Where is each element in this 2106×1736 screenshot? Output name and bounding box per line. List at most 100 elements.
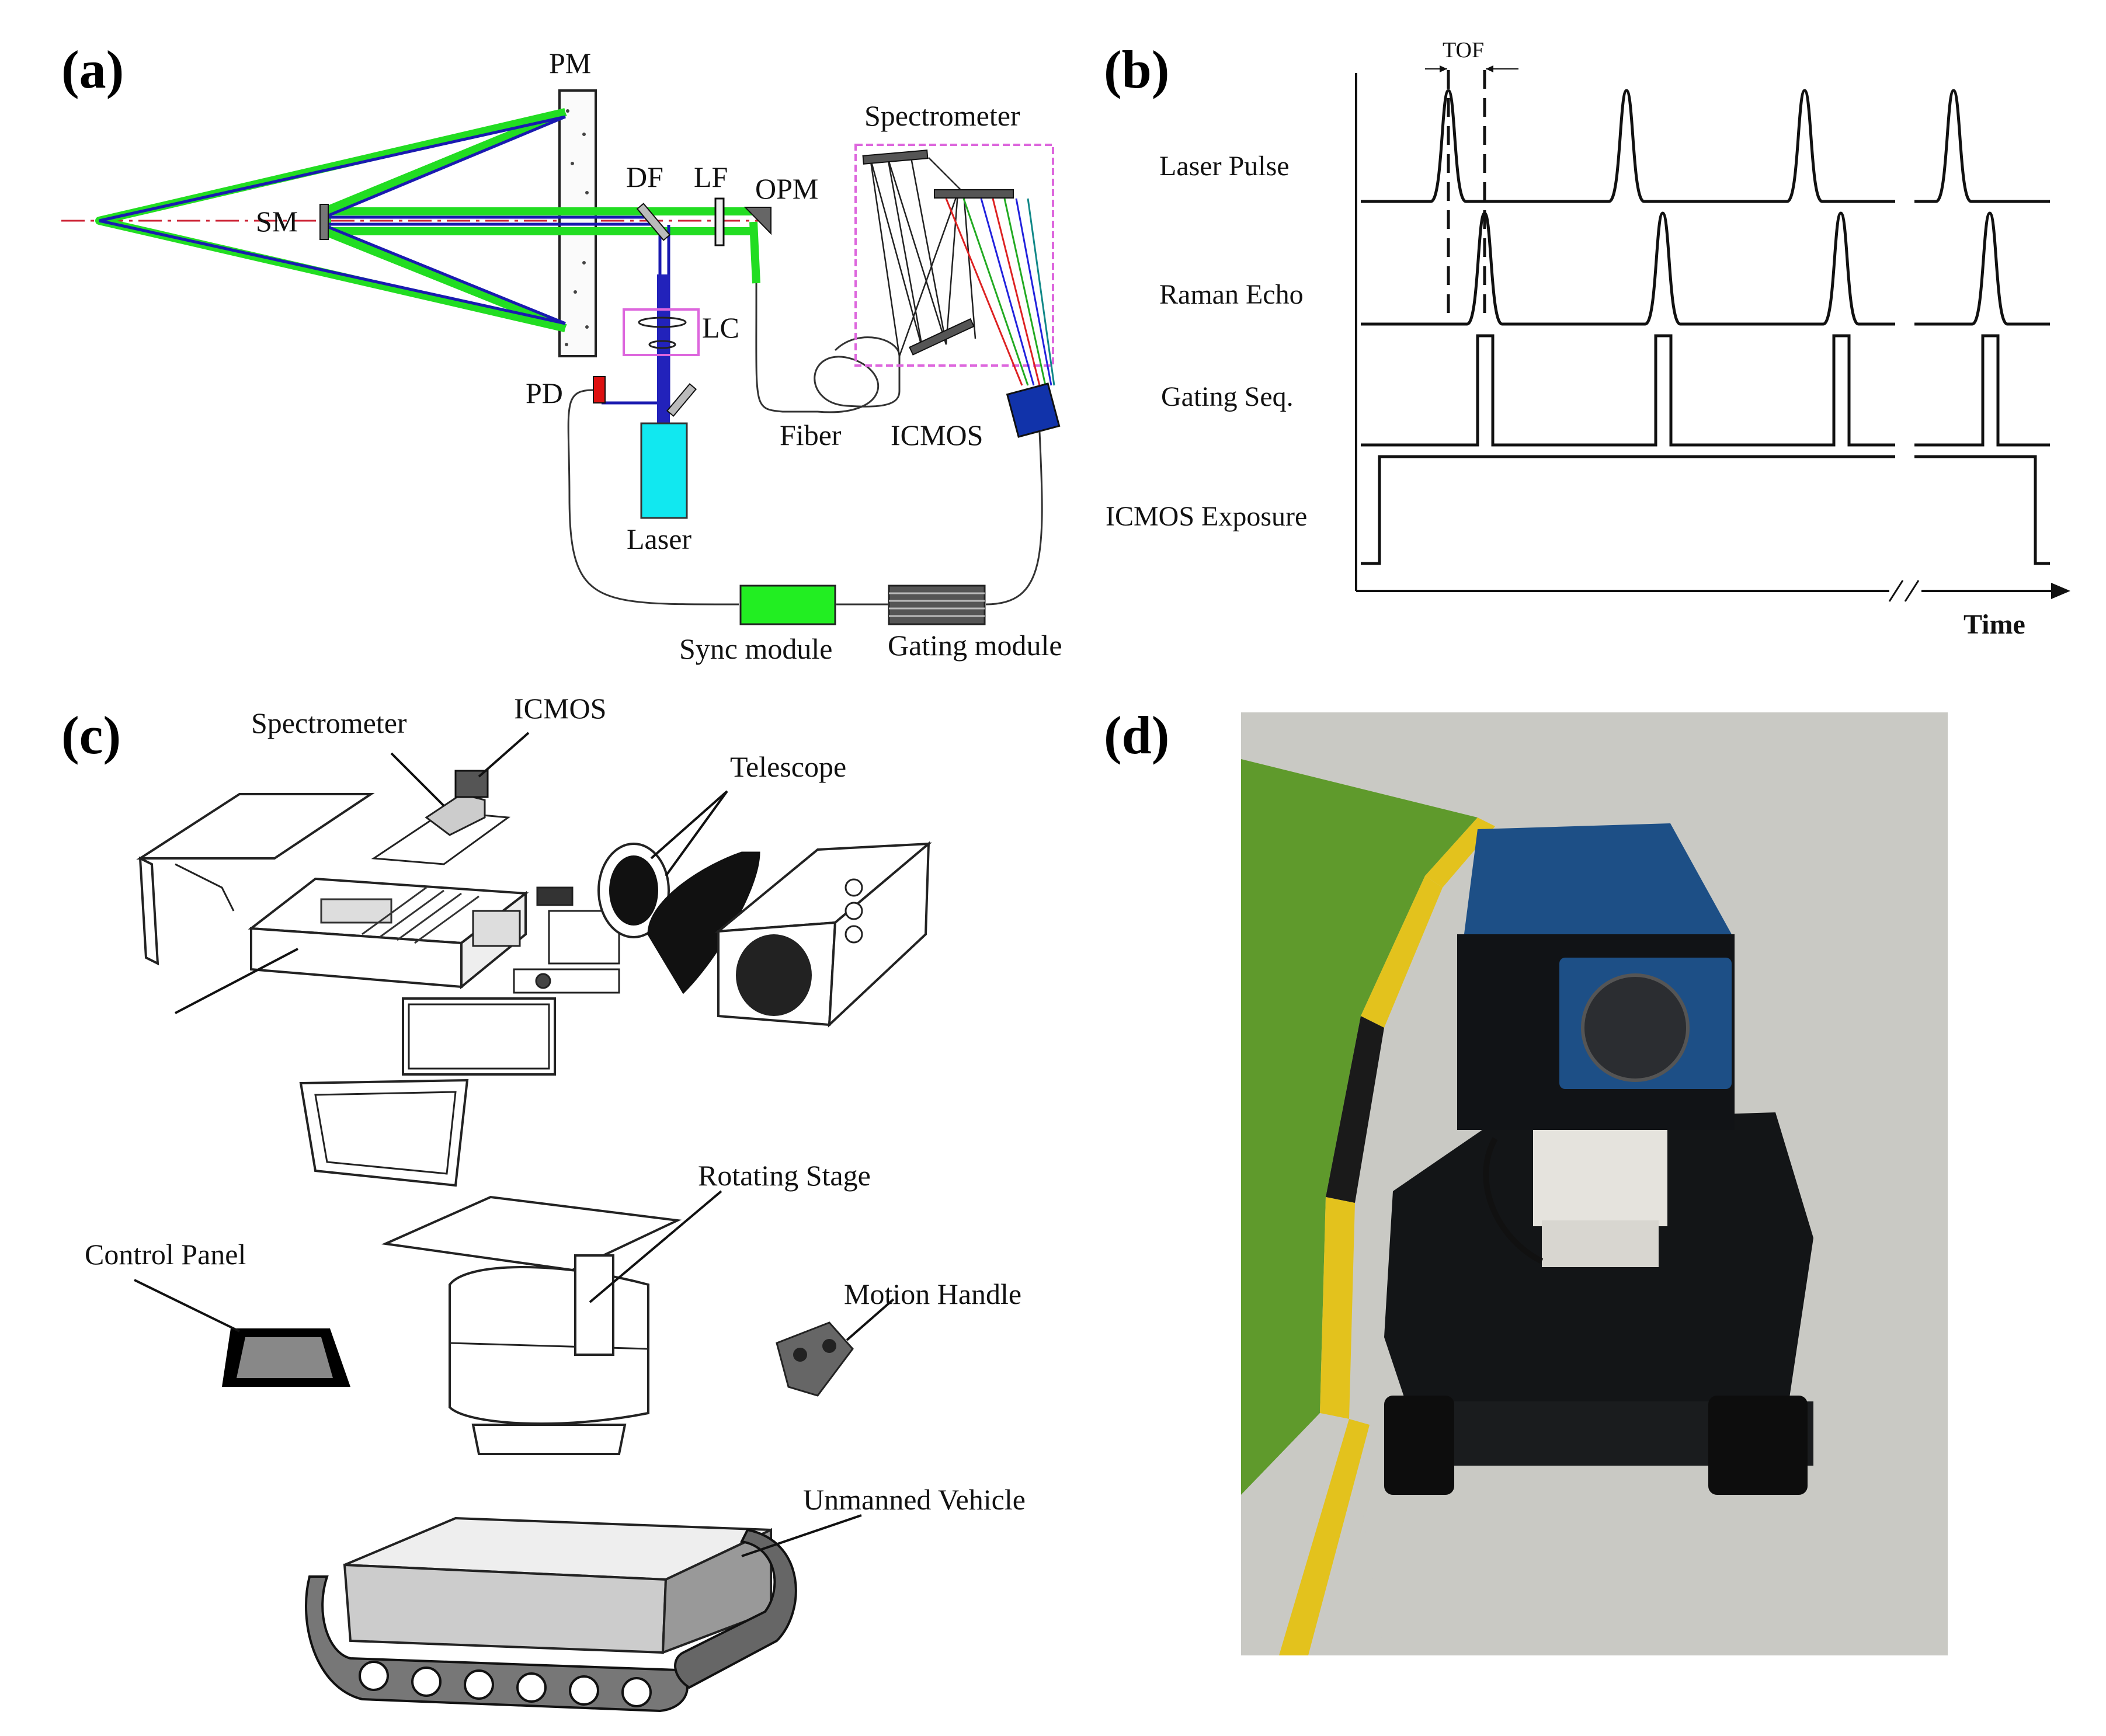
photo-curb-dark bbox=[1326, 1016, 1384, 1203]
label-sync-module: Sync module bbox=[679, 632, 832, 665]
spectrometer-module bbox=[425, 793, 486, 836]
telescope-tube bbox=[647, 851, 760, 994]
stage-seam bbox=[449, 1342, 649, 1350]
panel-d-tag: (d) bbox=[1104, 705, 1169, 765]
gating-module-stripes bbox=[889, 592, 985, 617]
motion-handle bbox=[776, 1321, 854, 1397]
fiber-cable bbox=[755, 283, 901, 413]
x-axis-arrow bbox=[2051, 583, 2070, 599]
label-time: Time bbox=[1963, 609, 2025, 640]
housing-window bbox=[736, 934, 812, 1016]
secondary-mirror bbox=[319, 204, 329, 240]
pointer-spectrometer bbox=[390, 752, 445, 807]
panel-a: (a) bbox=[61, 40, 1062, 665]
label-raman-echo: Raman Echo bbox=[1159, 279, 1304, 310]
label-gating-seq: Gating Seq. bbox=[1161, 381, 1294, 412]
photo-grass bbox=[1241, 759, 1478, 1495]
label-gating-module: Gating module bbox=[888, 629, 1062, 662]
trace-laser-pulse bbox=[1361, 89, 1895, 203]
label-pd: PD bbox=[526, 377, 563, 409]
label-sm: SM bbox=[256, 205, 298, 238]
photo-vehicle-plate bbox=[1384, 1112, 1813, 1425]
vehicle-body bbox=[343, 1563, 668, 1654]
label-opm: OPM bbox=[755, 172, 818, 205]
vehicle-wheels bbox=[359, 1661, 652, 1707]
pd-sync-cable bbox=[567, 389, 739, 606]
label-spectrometer-c: Spectrometer bbox=[251, 707, 407, 739]
panel-b: (b) TOF Laser Pulse Raman Echo Gating Se… bbox=[1104, 38, 2070, 640]
pointer-unmanned-vehicle bbox=[741, 1514, 862, 1557]
gating-module bbox=[888, 585, 986, 625]
label-unmanned-vehicle: Unmanned Vehicle bbox=[803, 1483, 1026, 1516]
joystick-right-icon bbox=[822, 1339, 836, 1353]
label-lc: LC bbox=[702, 311, 739, 344]
icmos-module bbox=[454, 770, 489, 798]
spectrometer-board bbox=[371, 810, 511, 865]
vehicle-track-side bbox=[674, 1528, 797, 1689]
laser-fold-mirror bbox=[666, 383, 697, 417]
spectrometer-box bbox=[854, 144, 1054, 367]
tray-components bbox=[320, 886, 479, 944]
trace-raman-echo bbox=[1361, 211, 1895, 326]
off-axis-parabolic-mirror bbox=[743, 207, 771, 235]
spectrometer-mirror-1 bbox=[862, 149, 929, 165]
line-filter bbox=[714, 197, 725, 246]
top-cover bbox=[136, 793, 375, 860]
vehicle-track-front bbox=[305, 1575, 689, 1713]
gating-icmos-cable bbox=[985, 432, 1043, 606]
top-cover-edge bbox=[175, 863, 235, 912]
joystick-left-icon bbox=[793, 1348, 807, 1362]
photo-curb-bottom bbox=[1279, 1419, 1370, 1655]
axis-break-1 bbox=[1888, 580, 1904, 602]
label-control-panel: Control Panel bbox=[85, 1238, 246, 1271]
pointer-icmos bbox=[478, 732, 530, 778]
label-laser: Laser bbox=[627, 523, 691, 555]
photo-lidar-top bbox=[1463, 823, 1732, 943]
pointer-tray bbox=[175, 948, 298, 1014]
panel-a-tag: (a) bbox=[61, 40, 124, 99]
pointer-telescope-1 bbox=[650, 790, 728, 860]
trace-gating-seq bbox=[1361, 334, 1895, 447]
label-fiber: Fiber bbox=[780, 419, 842, 451]
photo-cable bbox=[1483, 1137, 1544, 1264]
stage-base bbox=[471, 1424, 627, 1455]
laser-beam bbox=[657, 274, 670, 423]
frame-lower bbox=[299, 1079, 469, 1187]
pointer-rotating-stage bbox=[589, 1190, 722, 1303]
photo-curb-low bbox=[1320, 1197, 1355, 1419]
label-rotating-stage: Rotating Stage bbox=[698, 1159, 871, 1192]
frame-upper bbox=[402, 997, 556, 1076]
lens-collimator-box bbox=[623, 308, 700, 356]
pointer-control-panel bbox=[134, 1279, 240, 1333]
panel-b-tag: (b) bbox=[1104, 40, 1169, 99]
photo-stage-base bbox=[1542, 1220, 1659, 1267]
housing-connectors bbox=[845, 878, 863, 944]
laser-body bbox=[640, 422, 688, 519]
control-panel-screen bbox=[237, 1337, 333, 1378]
photo-track-left bbox=[1384, 1396, 1454, 1495]
telescope-lens bbox=[609, 855, 658, 926]
lc-lens-1 bbox=[638, 316, 687, 328]
label-icmos-exposure: ICMOS Exposure bbox=[1106, 501, 1307, 532]
lc-lens-2 bbox=[648, 340, 676, 349]
frame-lower-inner bbox=[314, 1091, 457, 1175]
pointer-telescope-2 bbox=[665, 790, 728, 877]
top-cover-side bbox=[138, 856, 159, 966]
spectrometer-rays-color bbox=[945, 198, 1055, 386]
photo-track-right bbox=[1708, 1396, 1808, 1495]
axis-break-2 bbox=[1904, 580, 1920, 602]
trace-icmos-exposure bbox=[1361, 455, 1895, 565]
photo-curb-mid bbox=[1361, 876, 1443, 1028]
trace-icmos-exposure-tail bbox=[1914, 455, 2050, 565]
photo-lidar-lens bbox=[1581, 973, 1690, 1082]
trace-laser-pulse-tail bbox=[1914, 89, 2050, 203]
tof-arrowhead-left bbox=[1440, 65, 1447, 72]
trace-raman-echo-tail bbox=[1914, 211, 2050, 326]
telescope-mechanics bbox=[513, 886, 620, 994]
icmos-camera bbox=[1006, 382, 1061, 438]
trace-gating-seq-tail bbox=[1914, 334, 2050, 447]
frame-upper-inner bbox=[408, 1003, 550, 1070]
sync-module bbox=[739, 585, 836, 625]
label-icmos-a: ICMOS bbox=[891, 419, 983, 451]
